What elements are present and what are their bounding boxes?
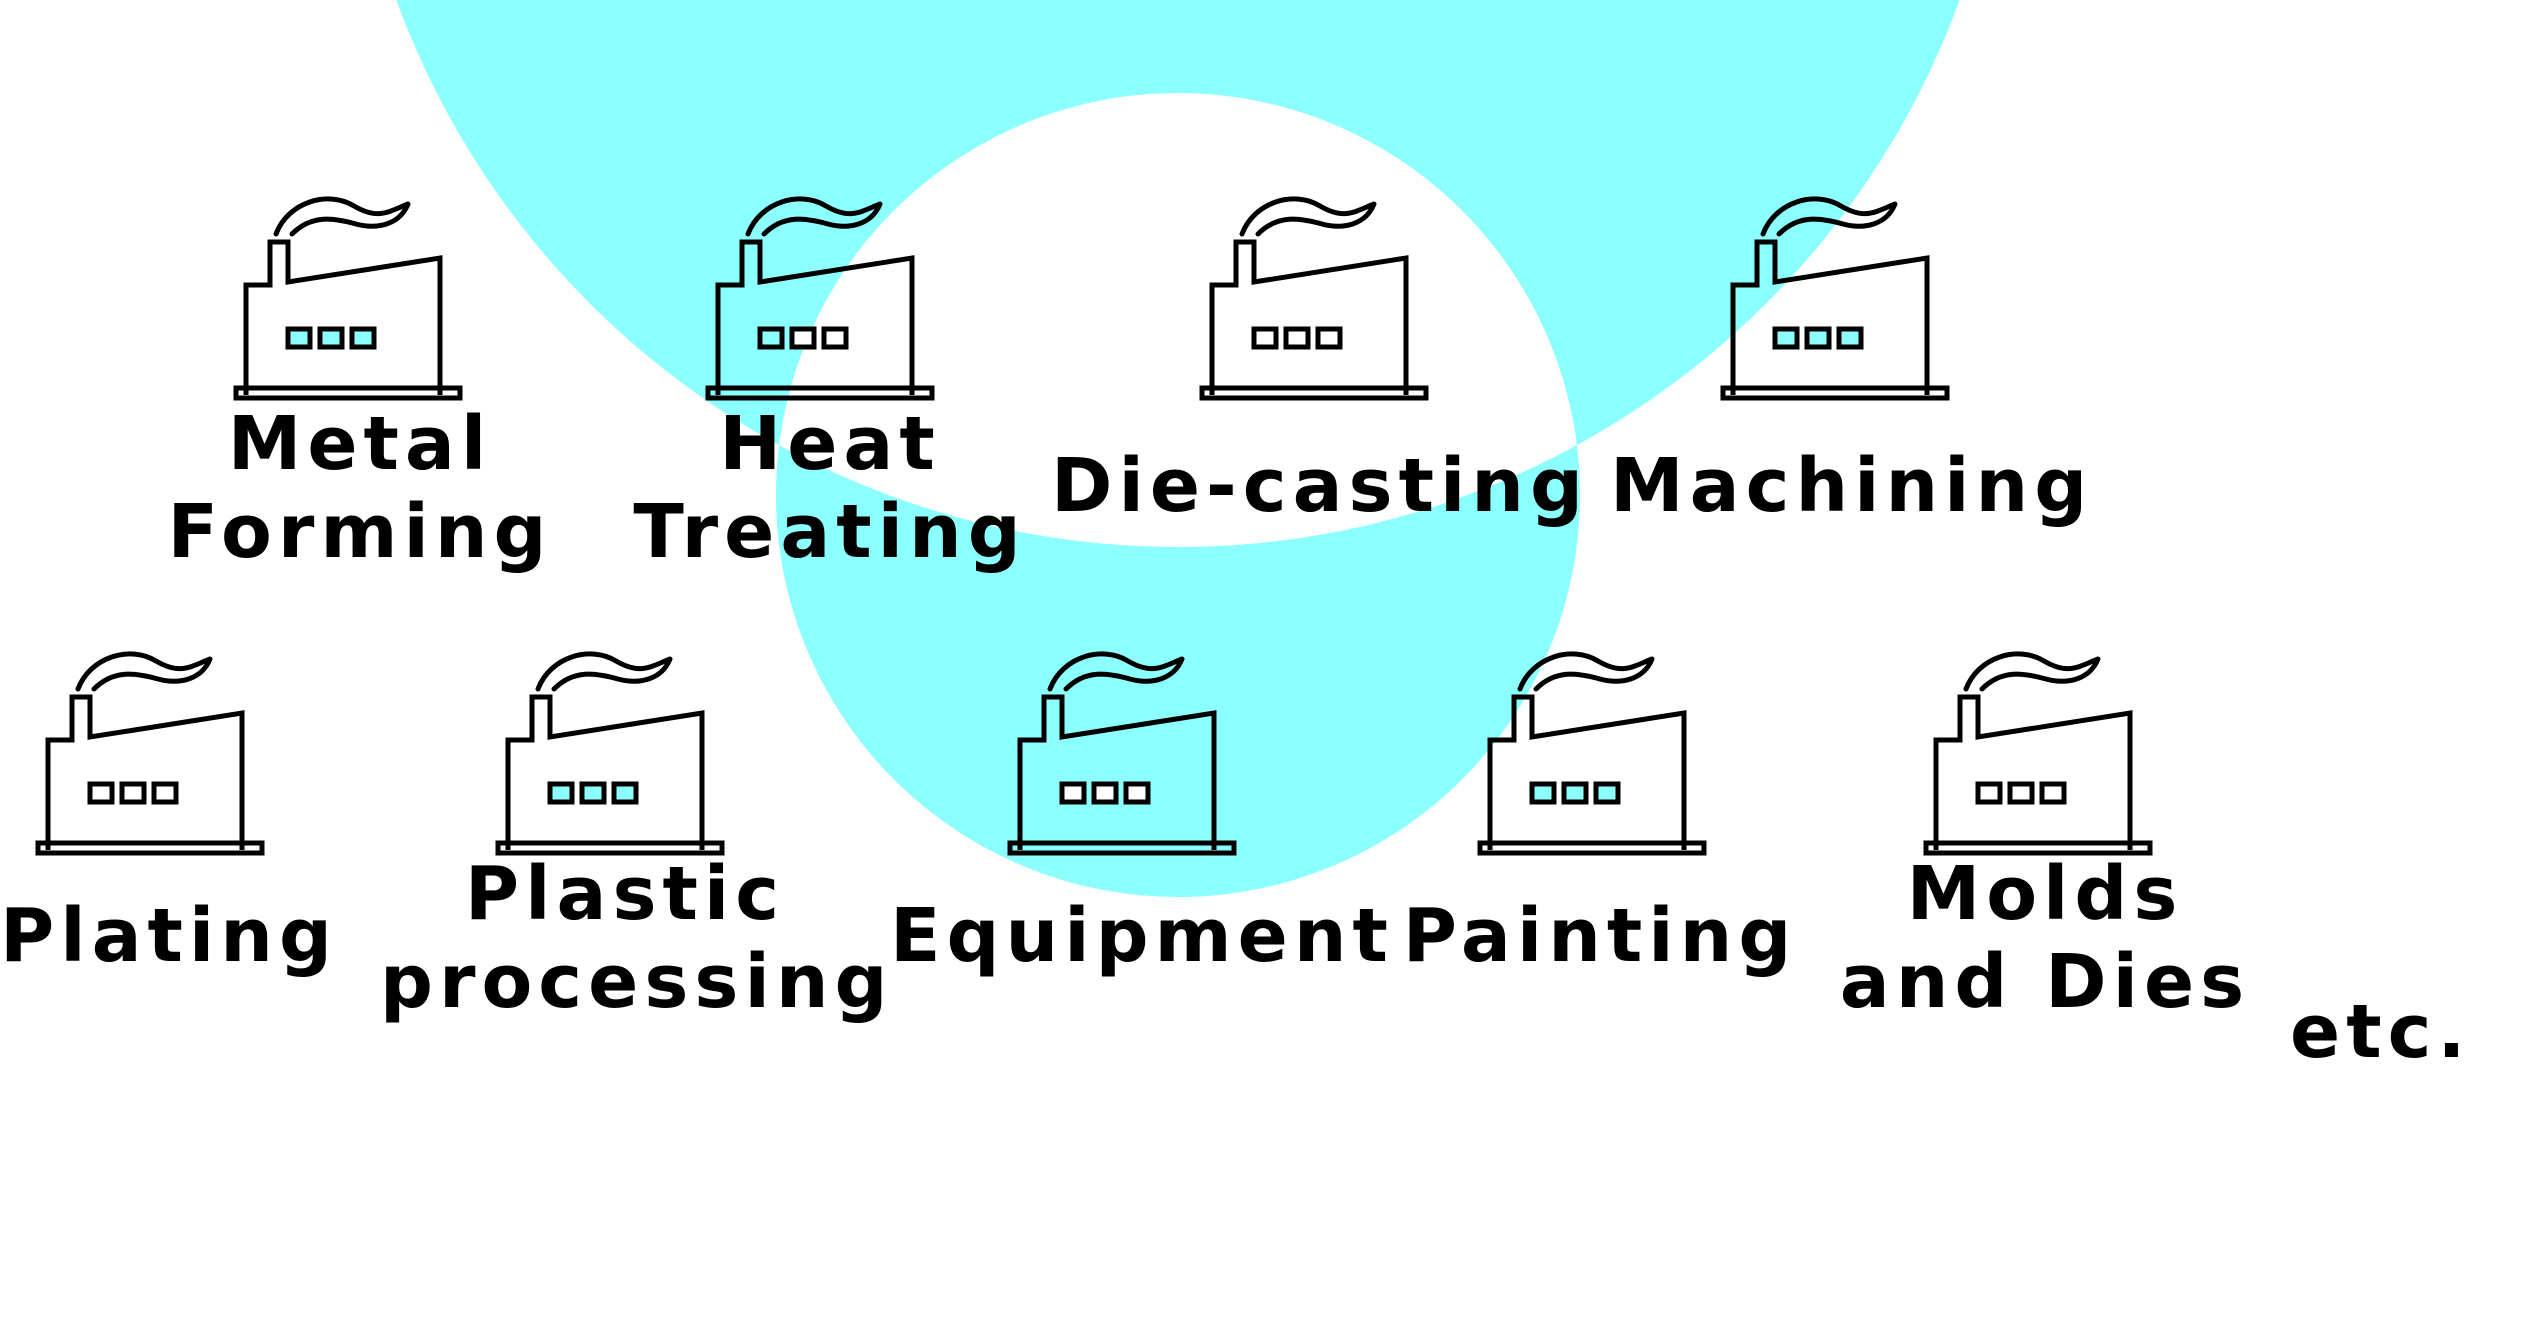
building-outline <box>45 694 245 850</box>
smoke-icon <box>1239 196 1377 237</box>
building-base <box>1923 840 2153 856</box>
factory-icon <box>1477 651 1707 856</box>
window <box>285 326 313 350</box>
window <box>151 781 179 805</box>
smoke-icon <box>75 651 213 692</box>
window <box>789 326 817 350</box>
etc-label: etc. <box>2290 989 2472 1075</box>
building-outline <box>1017 694 1217 850</box>
building-outline <box>505 694 705 850</box>
building-outline <box>1933 694 2133 850</box>
factory-icon-molds-and-dies <box>1918 645 2158 865</box>
window <box>1561 781 1589 805</box>
smoke-icon <box>1760 196 1898 237</box>
label-line: Machining <box>1610 443 2094 529</box>
building-outline <box>243 239 443 395</box>
label-metal-forming: Metal Forming <box>150 400 570 576</box>
label-line: Treating <box>633 489 1027 575</box>
window <box>821 326 849 350</box>
label-painting: Painting <box>1400 892 1800 980</box>
window <box>611 781 639 805</box>
label-line: Equipment <box>890 893 1394 979</box>
window <box>1059 781 1087 805</box>
window <box>579 781 607 805</box>
factory-icon-equipment <box>1002 645 1242 865</box>
window <box>547 781 575 805</box>
factory-icon <box>1199 196 1429 401</box>
smoke-icon <box>1517 651 1655 692</box>
building-base <box>1199 385 1429 401</box>
building-base <box>35 840 265 856</box>
factory-icon <box>35 651 265 856</box>
building-base <box>233 385 463 401</box>
factory-icon-painting <box>1472 645 1712 865</box>
window <box>1315 326 1343 350</box>
label-line: Painting <box>1402 893 1798 979</box>
smoke-icon <box>1047 651 1185 692</box>
label-line: Die-casting <box>1051 443 1589 529</box>
window <box>2007 781 2035 805</box>
label-line: Metal <box>227 401 493 487</box>
smoke-icon <box>745 196 883 237</box>
label-line: processing <box>380 939 894 1025</box>
label-die-casting: Die-casting <box>1050 442 1590 530</box>
window <box>1593 781 1621 805</box>
building-base <box>705 385 935 401</box>
building-outline <box>1209 239 1409 395</box>
label-equipment: Equipment <box>890 892 1394 980</box>
factory-icon-die-casting <box>1194 190 1434 410</box>
label-line: Plating <box>0 893 338 979</box>
window <box>1091 781 1119 805</box>
label-heat-treating: Heat Treating <box>620 400 1040 576</box>
window <box>1251 326 1279 350</box>
window <box>119 781 147 805</box>
label-plastic-processing: Plastic processing <box>380 850 894 1026</box>
smoke-icon <box>535 651 673 692</box>
building-base <box>495 840 725 856</box>
window <box>87 781 115 805</box>
factory-icon-machining <box>1715 190 1955 410</box>
smoke-icon <box>1963 651 2101 692</box>
factory-icon-metal-forming <box>228 190 468 410</box>
label-line: Forming <box>167 489 553 575</box>
label-line: and Dies <box>1839 939 2251 1025</box>
label-line: Heat <box>719 401 941 487</box>
window <box>1836 326 1864 350</box>
smoke-icon <box>273 196 411 237</box>
building-outline <box>1487 694 1687 850</box>
factory-icon <box>1720 196 1950 401</box>
factory-icon <box>705 196 935 401</box>
window <box>1772 326 1800 350</box>
building-outline <box>715 239 915 395</box>
window <box>1283 326 1311 350</box>
factory-icon-heat-treating <box>700 190 940 410</box>
building-base <box>1720 385 1950 401</box>
building-base <box>1477 840 1707 856</box>
factory-icon <box>233 196 463 401</box>
building-outline <box>1730 239 1930 395</box>
window <box>1529 781 1557 805</box>
label-plating: Plating <box>0 892 338 980</box>
window <box>1123 781 1151 805</box>
window <box>349 326 377 350</box>
label-line: Plastic <box>464 851 786 937</box>
factory-icon <box>495 651 725 856</box>
building-base <box>1007 840 1237 856</box>
factory-icon-plastic-processing <box>490 645 730 865</box>
factory-icon-plating <box>30 645 270 865</box>
label-machining: Machining <box>1610 442 2094 530</box>
window <box>1804 326 1832 350</box>
window <box>317 326 345 350</box>
window <box>2039 781 2067 805</box>
window <box>757 326 785 350</box>
factory-icon <box>1007 651 1237 856</box>
ring-shape <box>396 0 1960 897</box>
factory-icon <box>1923 651 2153 856</box>
label-molds-and-dies: Molds and Dies <box>1820 850 2270 1026</box>
label-line: Molds <box>1906 851 2184 937</box>
window <box>1975 781 2003 805</box>
